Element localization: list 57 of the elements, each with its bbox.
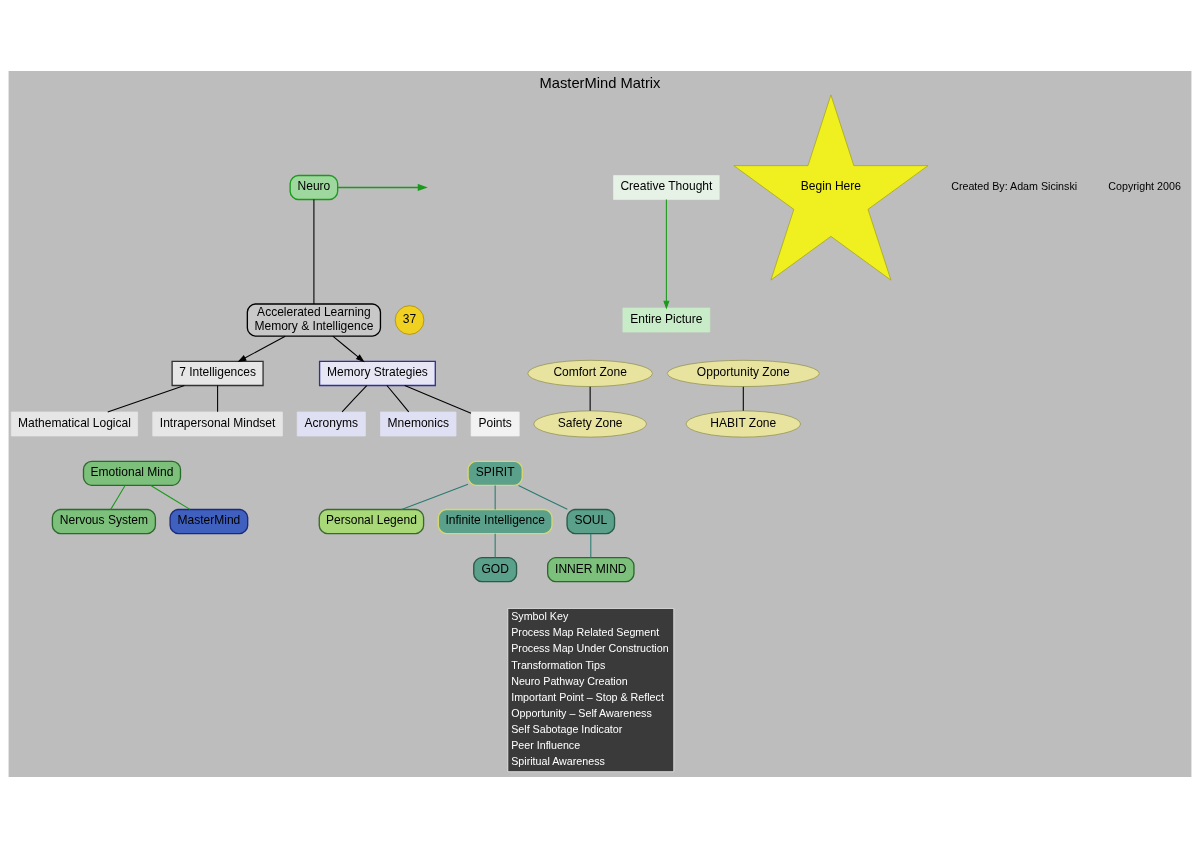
arrow (237, 335, 286, 362)
connector (589, 386, 591, 412)
node-box: Creative Thought (613, 175, 720, 200)
connector (590, 533, 592, 559)
node-box: Points (470, 411, 520, 437)
connector (401, 483, 469, 510)
node-ellipse: HABIT Zone (685, 410, 801, 438)
node-ellipse: Comfort Zone (527, 360, 653, 387)
arrow (336, 184, 428, 191)
connector (150, 484, 191, 510)
legend-label: Neuro Pathway Creation (511, 674, 628, 687)
node-box: Memory Strategies (318, 360, 436, 387)
connector (313, 199, 315, 305)
connector (341, 384, 368, 413)
node-ellipse: Safety Zone (533, 410, 647, 438)
node-box: GOD (473, 556, 518, 583)
legend-label: Transformation Tips (511, 658, 606, 671)
connector (386, 384, 410, 413)
legend-label: Peer Influence (511, 738, 581, 751)
legend-label: Important Point – Stop & Reflect (511, 690, 664, 703)
connector (107, 384, 185, 413)
node-box: SPIRIT (467, 460, 523, 487)
node-box: Mathematical Logical (10, 411, 138, 437)
node-box: SOUL (566, 508, 616, 535)
label: Copyright 2006 (1108, 180, 1181, 193)
legend-label: Symbol Key (511, 610, 569, 623)
node-box: Acronyms (296, 411, 366, 437)
connector (217, 384, 219, 413)
connector (494, 485, 496, 510)
node-box: 7 Intelligences (171, 360, 264, 387)
connector (742, 386, 744, 412)
node-label: 37 (402, 312, 417, 326)
node-ellipse: Opportunity Zone (666, 360, 820, 387)
node-box: Entire Picture (622, 307, 711, 333)
node-box: Personal Legend (318, 508, 425, 535)
node-box: Nervous System (51, 508, 157, 535)
legend-label: Process Map Under Construction (511, 642, 669, 655)
node-box: INNER MIND (547, 556, 635, 583)
legend-label: Process Map Related Segment (511, 626, 660, 639)
connector (404, 384, 472, 414)
node-box: Neuro (289, 174, 339, 201)
connector (110, 485, 126, 510)
label: Created By: Adam Sicinski (951, 180, 1078, 193)
node-box: Mnemonics (380, 411, 457, 437)
connector (494, 533, 496, 559)
node-box: Accelerated Learning Memory & Intelligence (246, 303, 382, 337)
connector (518, 484, 568, 510)
legend-label: Opportunity – Self Awareness (511, 706, 652, 719)
diagram-title: MasterMind Matrix (539, 75, 661, 92)
node-box: Intrapersonal Mindset (152, 411, 283, 437)
node-box: Infinite Intelligence (437, 508, 553, 535)
legend-label: Spiritual Awareness (511, 754, 605, 767)
node-box: MasterMind (169, 508, 249, 535)
arrow (663, 199, 670, 310)
legend-label: Self Sabotage Indicator (511, 722, 623, 735)
node-box: Emotional Mind (82, 460, 182, 487)
arrow (332, 335, 365, 363)
